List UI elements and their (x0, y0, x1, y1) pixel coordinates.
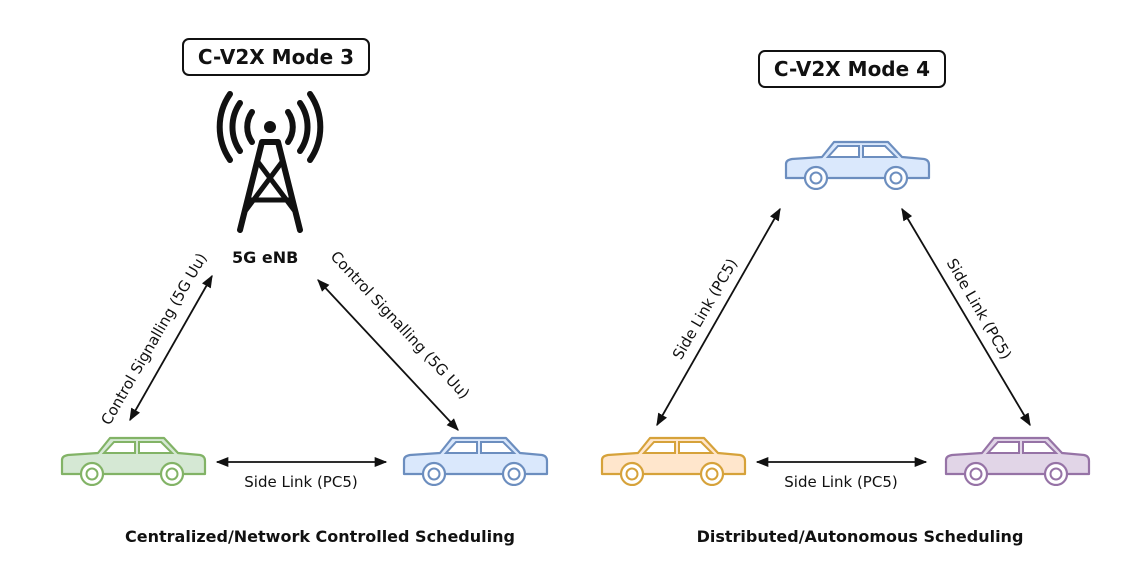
mode3-bottom-link-label: Side Link (PC5) (244, 473, 358, 491)
mode4-left-car-icon (602, 438, 745, 485)
tower-icon (216, 91, 324, 233)
mode3-left-arrow (129, 274, 213, 422)
mode3-right-car-icon (404, 438, 547, 485)
mode3-left-car-icon (62, 438, 205, 485)
mode4-top-car-icon (786, 142, 929, 189)
mode3-title: C-V2X Mode 3 (182, 38, 370, 76)
mode4-title: C-V2X Mode 4 (758, 50, 946, 88)
mode4-right-arrow (901, 207, 1031, 427)
mode3-caption: Centralized/Network Controlled Schedulin… (125, 527, 515, 546)
mode4-caption: Distributed/Autonomous Scheduling (696, 527, 1024, 546)
mode4-right-car-icon (946, 438, 1089, 485)
mode3-right-arrow (317, 279, 459, 431)
mode4-bottom-link-label: Side Link (PC5) (784, 473, 898, 491)
tower-label: 5G eNB (232, 248, 299, 267)
mode4-left-arrow (656, 207, 781, 427)
